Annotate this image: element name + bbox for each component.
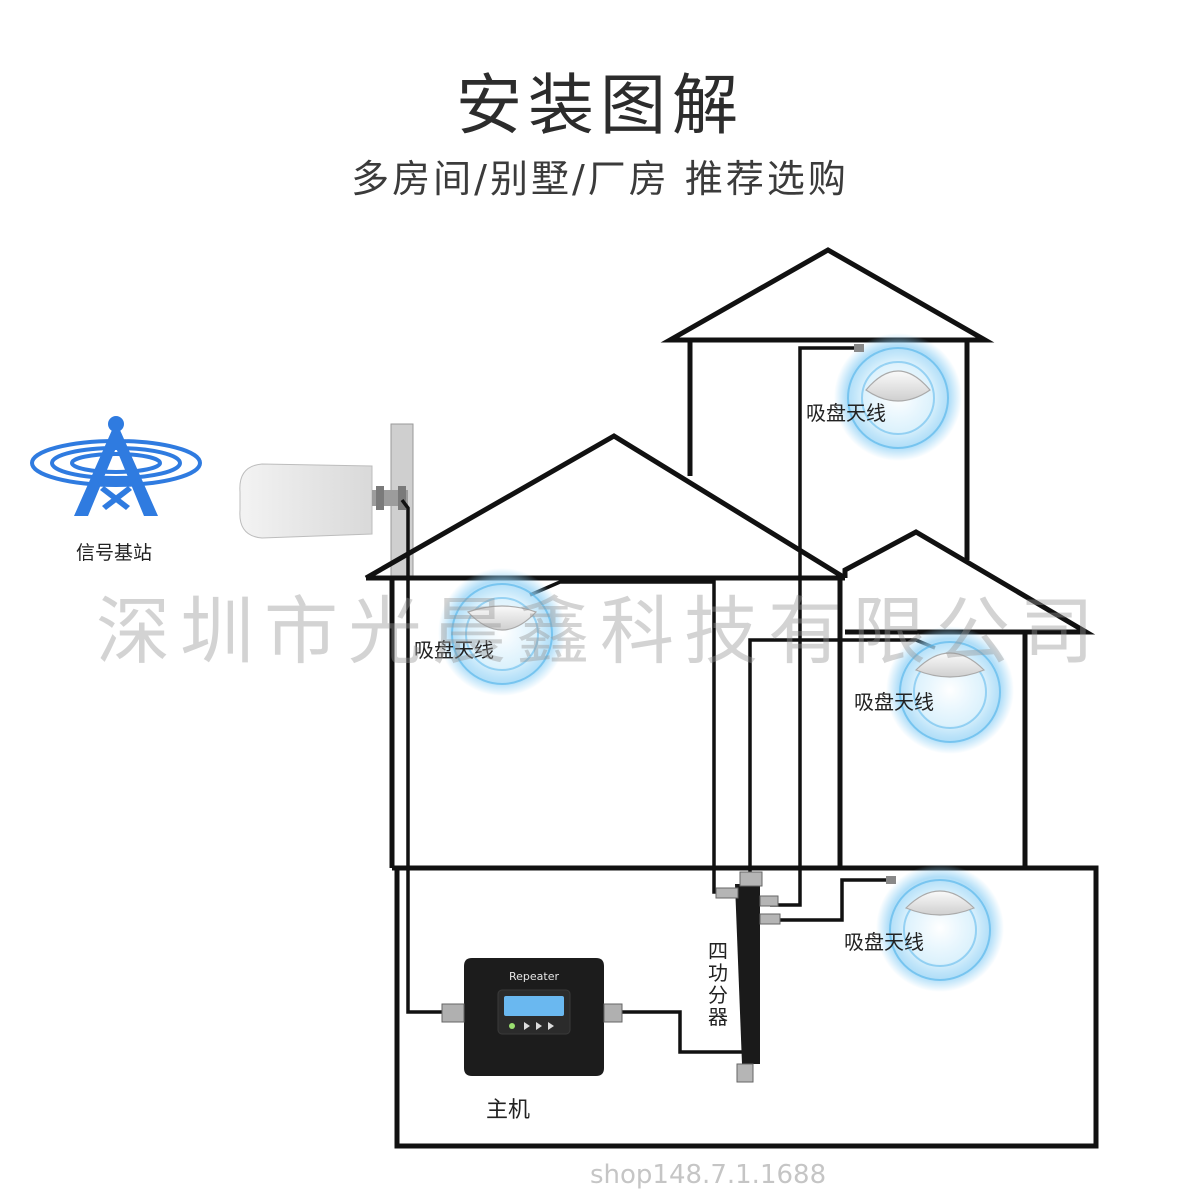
page-subtitle: 多房间/别墅/厂房 推荐选购 <box>351 157 849 201</box>
house-outline <box>364 247 1099 1149</box>
shop-watermark: shop148.7.1.1688 <box>590 1160 827 1190</box>
splitter-icon <box>715 871 781 1083</box>
base-station-label: 信号基站 <box>76 542 153 564</box>
antenna-label-basement: 吸盘天线 <box>844 930 924 954</box>
base-station-icon <box>30 416 202 516</box>
company-watermark: 深圳市光晨鑫科技有限公司 <box>96 589 1104 675</box>
ceiling-antenna-basement <box>876 864 1004 992</box>
ceiling-antenna-right <box>886 626 1014 754</box>
ceiling-antenna-left <box>438 568 566 696</box>
repeater-host-icon: Repeater <box>441 958 623 1076</box>
ceiling-antenna-tower <box>834 333 962 461</box>
host-label: 主机 <box>486 1098 531 1123</box>
antenna-label-right: 吸盘天线 <box>854 690 934 714</box>
splitter-label: 四功分器 <box>708 939 728 1029</box>
repeater-brand-text: Repeater <box>509 970 559 983</box>
outdoor-antenna-icon <box>239 423 414 578</box>
antenna-label-left: 吸盘天线 <box>414 638 494 662</box>
page-title: 安装图解 <box>456 67 744 144</box>
antenna-label-tower: 吸盘天线 <box>806 401 886 425</box>
